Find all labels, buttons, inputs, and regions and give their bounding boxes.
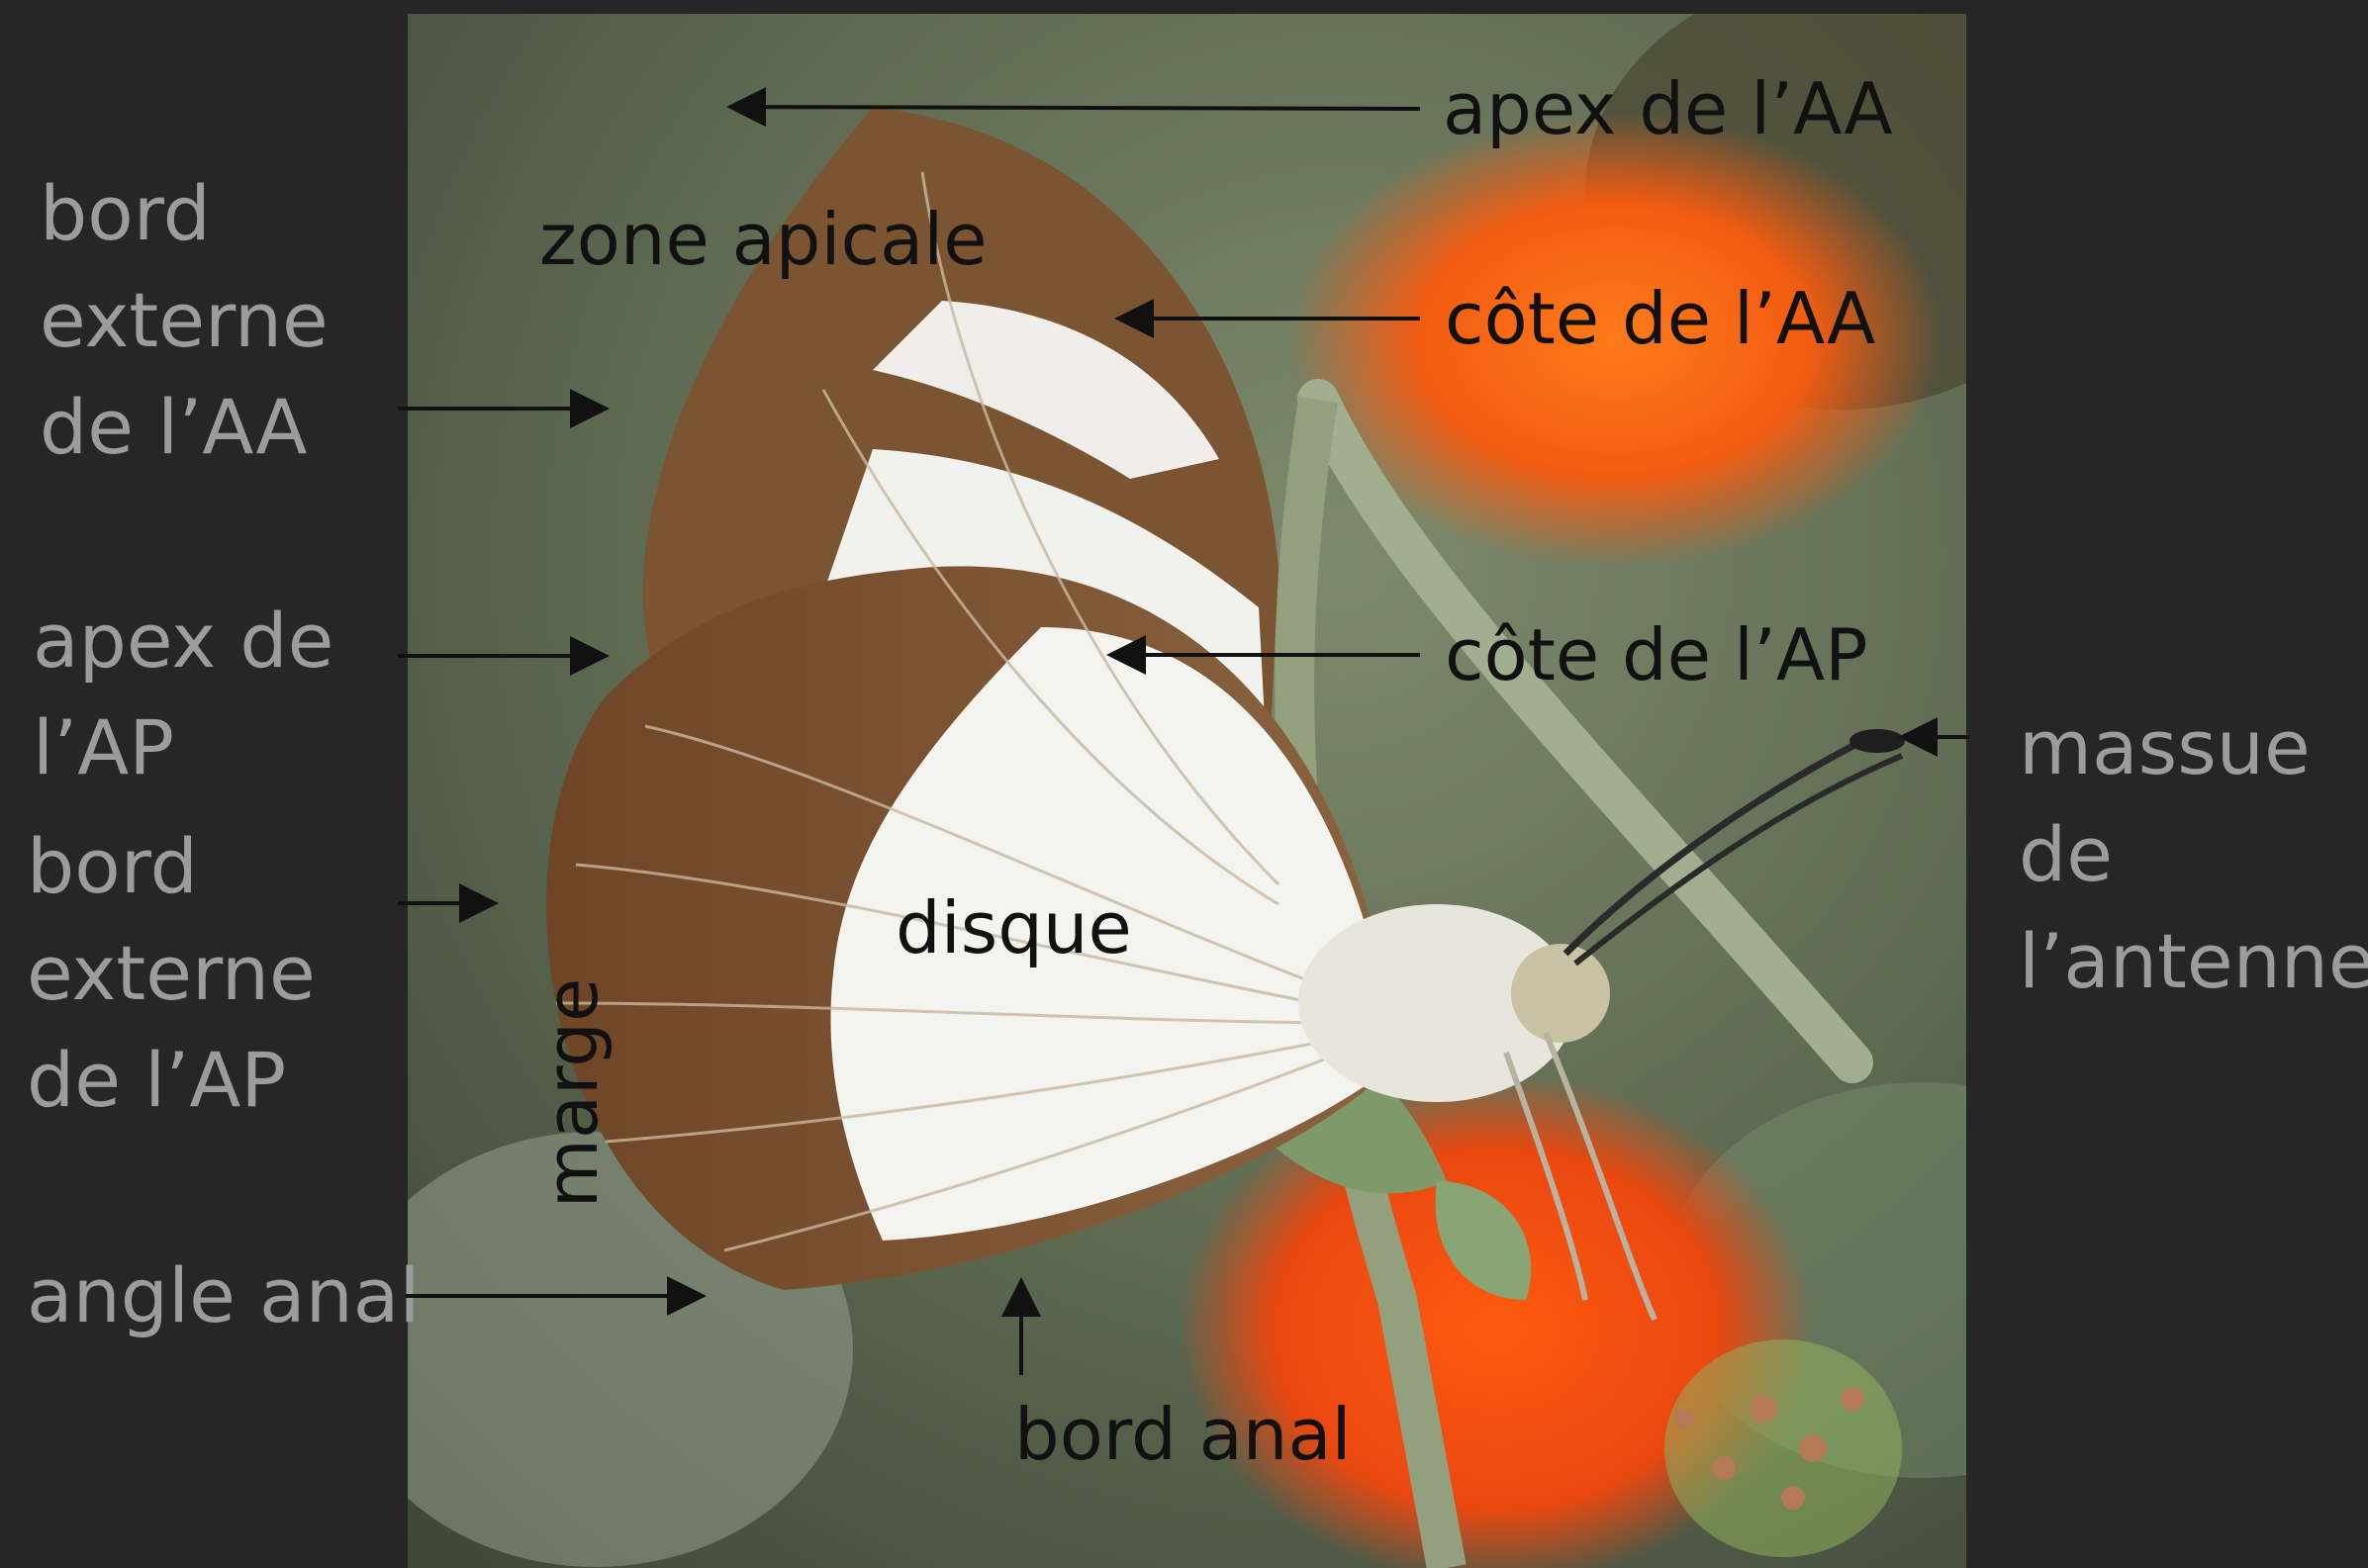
arrow-apex-aa [730,107,1420,109]
